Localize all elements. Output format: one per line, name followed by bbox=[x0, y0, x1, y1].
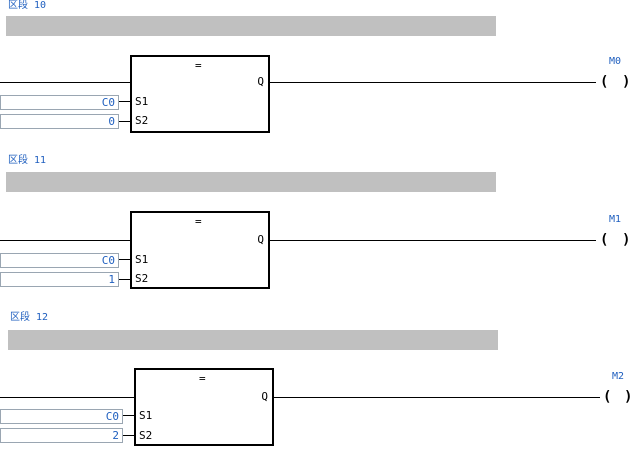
s1-operand-field[interactable]: C0 bbox=[0, 253, 119, 268]
coil-right-paren[interactable]: ) bbox=[622, 74, 631, 90]
compare-operator: = bbox=[195, 59, 202, 72]
s2-wire bbox=[123, 435, 135, 436]
coil-left-paren[interactable]: ( bbox=[600, 232, 609, 248]
compare-operator: = bbox=[199, 372, 206, 385]
segment-comment-bar[interactable] bbox=[8, 330, 498, 350]
s2-operand-field[interactable]: 0 bbox=[0, 114, 119, 129]
s1-operand-field[interactable]: C0 bbox=[0, 409, 123, 424]
coil-address[interactable]: M0 bbox=[609, 56, 622, 67]
output-wire bbox=[270, 240, 596, 241]
s2-operand-field[interactable]: 2 bbox=[0, 428, 123, 443]
s1-wire bbox=[123, 415, 135, 416]
input-pin-s2: S2 bbox=[135, 114, 149, 127]
output-pin-q: Q bbox=[257, 233, 264, 246]
output-pin-q: Q bbox=[261, 390, 268, 403]
coil-right-paren[interactable]: ) bbox=[624, 389, 633, 405]
input-pin-s1: S1 bbox=[135, 95, 149, 108]
input-pin-s2: S2 bbox=[139, 429, 153, 442]
power-rail-wire bbox=[0, 397, 135, 398]
power-rail-wire bbox=[0, 82, 131, 83]
s1-operand-field[interactable]: C0 bbox=[0, 95, 119, 110]
s2-operand-field[interactable]: 1 bbox=[0, 272, 119, 287]
input-pin-s1: S1 bbox=[139, 409, 153, 422]
segment-comment-bar[interactable] bbox=[6, 16, 496, 36]
s1-wire bbox=[119, 259, 131, 260]
coil-address[interactable]: M1 bbox=[609, 214, 622, 225]
coil-right-paren[interactable]: ) bbox=[622, 232, 631, 248]
compare-block[interactable]: = Q S1 S2 bbox=[134, 368, 274, 446]
input-pin-s1: S1 bbox=[135, 253, 149, 266]
coil-left-paren[interactable]: ( bbox=[603, 389, 612, 405]
output-pin-q: Q bbox=[257, 75, 264, 88]
compare-block[interactable]: = Q S1 S2 bbox=[130, 211, 270, 289]
coil-address[interactable]: M2 bbox=[612, 371, 625, 382]
s2-wire bbox=[119, 121, 131, 122]
power-rail-wire bbox=[0, 240, 131, 241]
segment-comment-bar[interactable] bbox=[6, 172, 496, 192]
segment-label[interactable]: 区段 10 bbox=[8, 0, 47, 11]
compare-operator: = bbox=[195, 215, 202, 228]
coil-left-paren[interactable]: ( bbox=[600, 74, 609, 90]
segment-label[interactable]: 区段 12 bbox=[10, 312, 49, 323]
s2-wire bbox=[119, 279, 131, 280]
input-pin-s2: S2 bbox=[135, 272, 149, 285]
output-wire bbox=[274, 397, 600, 398]
s1-wire bbox=[119, 101, 131, 102]
segment-label[interactable]: 区段 11 bbox=[8, 155, 47, 166]
compare-block[interactable]: = Q S1 S2 bbox=[130, 55, 270, 133]
output-wire bbox=[270, 82, 596, 83]
